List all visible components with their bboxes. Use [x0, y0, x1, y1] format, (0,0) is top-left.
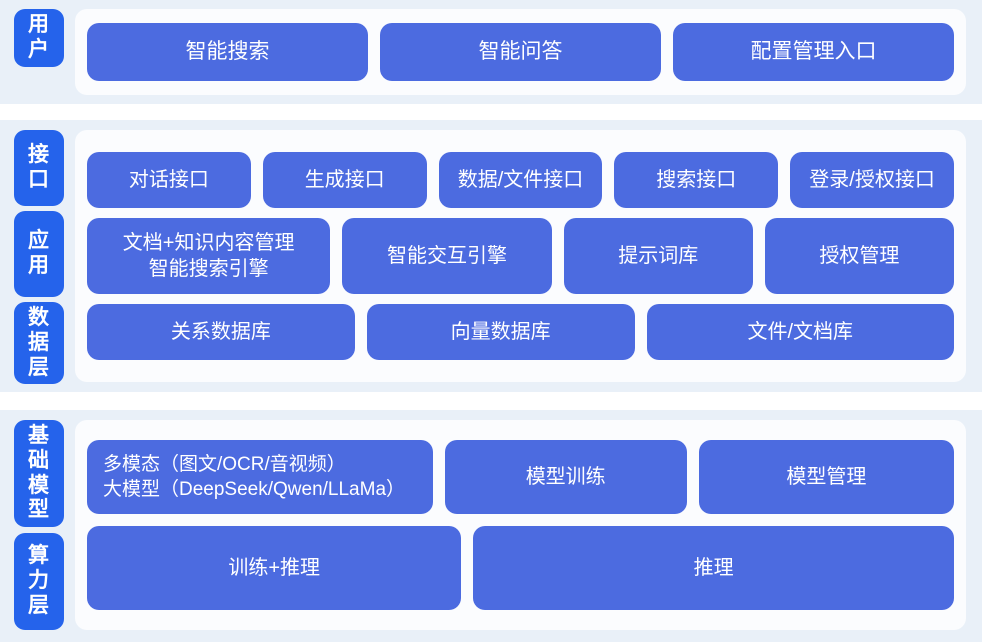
card-data-file-api[interactable]: 数据/文件接口: [438, 152, 603, 208]
user-layer-row: 智能搜索 智能问答 配置管理入口: [87, 23, 954, 81]
layer-tab-interface[interactable]: 接口: [14, 130, 64, 206]
interface-row: 对话接口 生成接口 数据/文件接口 搜索接口 登录/授权接口: [87, 152, 954, 208]
card-doc-knowledge-management[interactable]: 文档+知识内容管理 智能搜索引擎: [87, 218, 331, 294]
card-file-document-store[interactable]: 文件/文档库: [646, 304, 954, 360]
layer-tab-compute-layer-label: 算力层: [28, 544, 50, 617]
group-separator-2: [0, 392, 982, 410]
layer-tab-foundation-model-label: 基础模型: [28, 424, 50, 522]
layer-tab-user-label: 用户: [28, 13, 50, 61]
middle-layer-group: 接口 应用 数据层 对话接口 生成接口 数据/文件接口 搜索接口 登录/授权接口…: [0, 120, 982, 392]
card-multimodal-llm[interactable]: 多模态（图文/OCR/音视频） 大模型（DeepSeek/Qwen/LLaMa）: [87, 440, 433, 514]
layer-tab-application-label: 应用: [28, 229, 50, 277]
foundation-layer-panel: 多模态（图文/OCR/音视频） 大模型（DeepSeek/Qwen/LLaMa）…: [75, 420, 966, 630]
card-smart-qa[interactable]: 智能问答: [380, 23, 661, 81]
user-layer-tab-column: 用户: [14, 9, 64, 95]
card-inference[interactable]: 推理: [473, 526, 954, 610]
card-model-management[interactable]: 模型管理: [698, 440, 954, 514]
card-smart-interaction-engine[interactable]: 智能交互引擎: [342, 218, 552, 294]
card-model-training[interactable]: 模型训练: [444, 440, 687, 514]
layer-tab-compute-layer[interactable]: 算力层: [14, 533, 64, 630]
card-dialog-api[interactable]: 对话接口: [87, 152, 251, 208]
model-row: 多模态（图文/OCR/音视频） 大模型（DeepSeek/Qwen/LLaMa）…: [87, 440, 954, 514]
foundation-layer-group: 基础模型 算力层 多模态（图文/OCR/音视频） 大模型（DeepSeek/Qw…: [0, 410, 982, 642]
group-separator-1: [0, 104, 982, 120]
foundation-layer-tab-column: 基础模型 算力层: [14, 420, 64, 630]
layer-tab-interface-label: 接口: [28, 143, 50, 191]
card-smart-search[interactable]: 智能搜索: [87, 23, 368, 81]
card-prompt-library[interactable]: 提示词库: [563, 218, 753, 294]
layer-tab-data-layer-label: 数据层: [28, 306, 50, 379]
layer-tab-application[interactable]: 应用: [14, 211, 64, 297]
data-row: 关系数据库 向量数据库 文件/文档库: [87, 304, 954, 360]
layer-tab-foundation-model[interactable]: 基础模型: [14, 420, 64, 528]
card-login-auth-api[interactable]: 登录/授权接口: [790, 152, 954, 208]
user-layer-panel: 智能搜索 智能问答 配置管理入口: [75, 9, 966, 95]
layer-tab-user[interactable]: 用户: [14, 9, 64, 67]
layer-tab-data-layer[interactable]: 数据层: [14, 302, 64, 385]
application-row: 文档+知识内容管理 智能搜索引擎 智能交互引擎 提示词库 授权管理: [87, 218, 954, 294]
card-training-inference[interactable]: 训练+推理: [87, 526, 462, 610]
card-relational-database[interactable]: 关系数据库: [87, 304, 355, 360]
compute-row: 训练+推理 推理: [87, 526, 954, 610]
card-config-management-entry[interactable]: 配置管理入口: [673, 23, 954, 81]
middle-layer-tab-column: 接口 应用 数据层: [14, 130, 64, 385]
card-generation-api[interactable]: 生成接口: [262, 152, 427, 208]
card-authorization-management[interactable]: 授权管理: [764, 218, 954, 294]
card-search-api[interactable]: 搜索接口: [614, 152, 779, 208]
user-layer-group: 用户 智能搜索 智能问答 配置管理入口: [0, 0, 982, 104]
middle-layer-panel: 对话接口 生成接口 数据/文件接口 搜索接口 登录/授权接口 文档+知识内容管理…: [75, 130, 966, 382]
card-vector-database[interactable]: 向量数据库: [366, 304, 635, 360]
